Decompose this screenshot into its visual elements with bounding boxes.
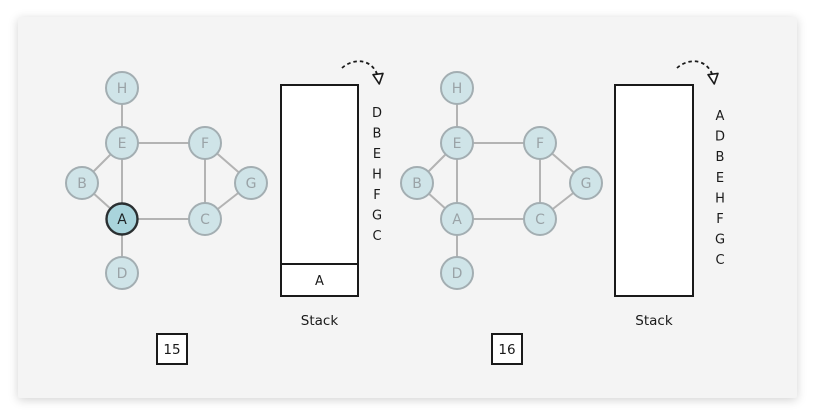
node-d: D xyxy=(440,256,474,290)
node-g: G xyxy=(234,166,268,200)
node-circle xyxy=(523,126,557,160)
stack-label: Stack xyxy=(635,313,673,329)
node-circle xyxy=(188,202,222,236)
node-circle xyxy=(188,126,222,160)
node-circle xyxy=(440,71,474,105)
node-circle xyxy=(65,166,99,200)
pending-node-label: D xyxy=(372,106,382,121)
node-label: D xyxy=(117,266,128,282)
push-arrow-icon xyxy=(676,60,719,85)
node-label: F xyxy=(201,136,209,152)
node-a: A xyxy=(105,202,139,236)
node-circle xyxy=(105,71,139,105)
node-circle xyxy=(400,166,434,200)
node-f: F xyxy=(188,126,222,160)
node-label: C xyxy=(535,212,545,228)
node-circle xyxy=(440,202,474,236)
pending-node-label: F xyxy=(716,212,723,227)
node-circle xyxy=(234,166,268,200)
pending-node-label: A xyxy=(716,109,725,124)
node-circle xyxy=(569,166,603,200)
node-label: G xyxy=(581,176,592,192)
step-number: 16 xyxy=(498,342,515,358)
node-label: C xyxy=(200,212,210,228)
pending-node-label: E xyxy=(716,171,724,186)
pending-node-label: G xyxy=(372,209,382,224)
node-f: F xyxy=(523,126,557,160)
node-label: A xyxy=(452,212,462,228)
node-h: H xyxy=(105,71,139,105)
node-label: A xyxy=(117,212,127,228)
stack-box xyxy=(614,84,694,297)
node-b: B xyxy=(400,166,434,200)
node-circle xyxy=(523,202,557,236)
node-circle xyxy=(440,126,474,160)
node-d: D xyxy=(105,256,139,290)
pending-node-label: F xyxy=(373,188,380,203)
node-a: A xyxy=(440,202,474,236)
step-number: 15 xyxy=(163,342,180,358)
stack-item: A xyxy=(315,274,324,289)
pending-node-label: E xyxy=(373,147,381,162)
node-h: H xyxy=(440,71,474,105)
step-number-box xyxy=(156,333,188,365)
pending-node-label: H xyxy=(372,168,382,183)
node-circle xyxy=(105,126,139,160)
node-c: C xyxy=(523,202,557,236)
pending-node-label: D xyxy=(715,130,725,145)
node-label: D xyxy=(452,266,463,282)
node-label: E xyxy=(453,136,462,152)
pending-node-label: C xyxy=(372,229,381,244)
node-g: G xyxy=(569,166,603,200)
node-c: C xyxy=(188,202,222,236)
node-label: G xyxy=(246,176,257,192)
push-arrow-icon xyxy=(341,60,384,85)
node-circle xyxy=(440,256,474,290)
node-b: B xyxy=(65,166,99,200)
step-number-box xyxy=(491,333,523,365)
pending-node-label: B xyxy=(373,127,382,142)
node-label: H xyxy=(117,81,128,97)
node-label: F xyxy=(536,136,544,152)
stack-label: Stack xyxy=(301,313,339,329)
node-label: B xyxy=(412,176,422,192)
node-circle xyxy=(105,256,139,290)
pending-node-label: H xyxy=(715,191,725,206)
node-label: E xyxy=(118,136,127,152)
node-e: E xyxy=(440,126,474,160)
pending-node-label: G xyxy=(715,233,725,248)
node-label: H xyxy=(452,81,463,97)
pending-node-label: B xyxy=(716,150,725,165)
node-label: B xyxy=(77,176,87,192)
node-circle xyxy=(105,202,139,236)
node-e: E xyxy=(105,126,139,160)
stack-box xyxy=(280,84,359,297)
pending-node-label: C xyxy=(715,253,724,268)
